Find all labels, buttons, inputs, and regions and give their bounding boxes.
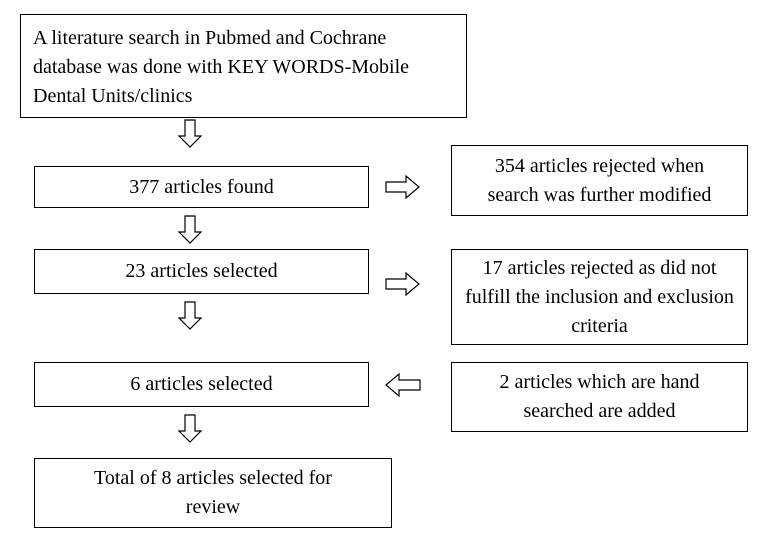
down-arrow-icon: [177, 215, 203, 244]
selected-6-box: 6 articles selected: [34, 362, 369, 407]
total-selected-box: Total of 8 articles selected for review: [34, 458, 392, 528]
left-arrow-icon: [385, 372, 421, 398]
articles-found-text: 377 articles found: [129, 175, 274, 198]
total-selected-text: Total of 8 articles selected for review: [94, 467, 332, 518]
articles-found-box: 377 articles found: [34, 166, 369, 208]
selected-23-text: 23 articles selected: [125, 260, 278, 282]
search-box-text: A literature search in Pubmed and Cochra…: [33, 27, 410, 107]
search-box: A literature search in Pubmed and Cochra…: [20, 14, 467, 118]
hand-searched-box: 2 articles which are hand searched are a…: [451, 362, 748, 432]
selected-23-box: 23 articles selected: [34, 249, 369, 294]
down-arrow-icon: [177, 119, 203, 148]
right-arrow-icon: [385, 271, 420, 297]
selected-6-text: 6 articles selected: [130, 373, 273, 395]
rejected-criteria-text: 17 articles rejected as did not fulfill …: [465, 256, 734, 337]
rejected-criteria-box: 17 articles rejected as did not fulfill …: [451, 249, 748, 345]
rejected-search-box: 354 articles rejected when search was fu…: [451, 145, 748, 216]
down-arrow-icon: [177, 414, 203, 443]
down-arrow-icon: [177, 301, 203, 330]
hand-searched-text: 2 articles which are hand searched are a…: [499, 371, 700, 422]
rejected-search-text: 354 articles rejected when search was fu…: [487, 154, 712, 206]
right-arrow-icon: [385, 174, 420, 200]
